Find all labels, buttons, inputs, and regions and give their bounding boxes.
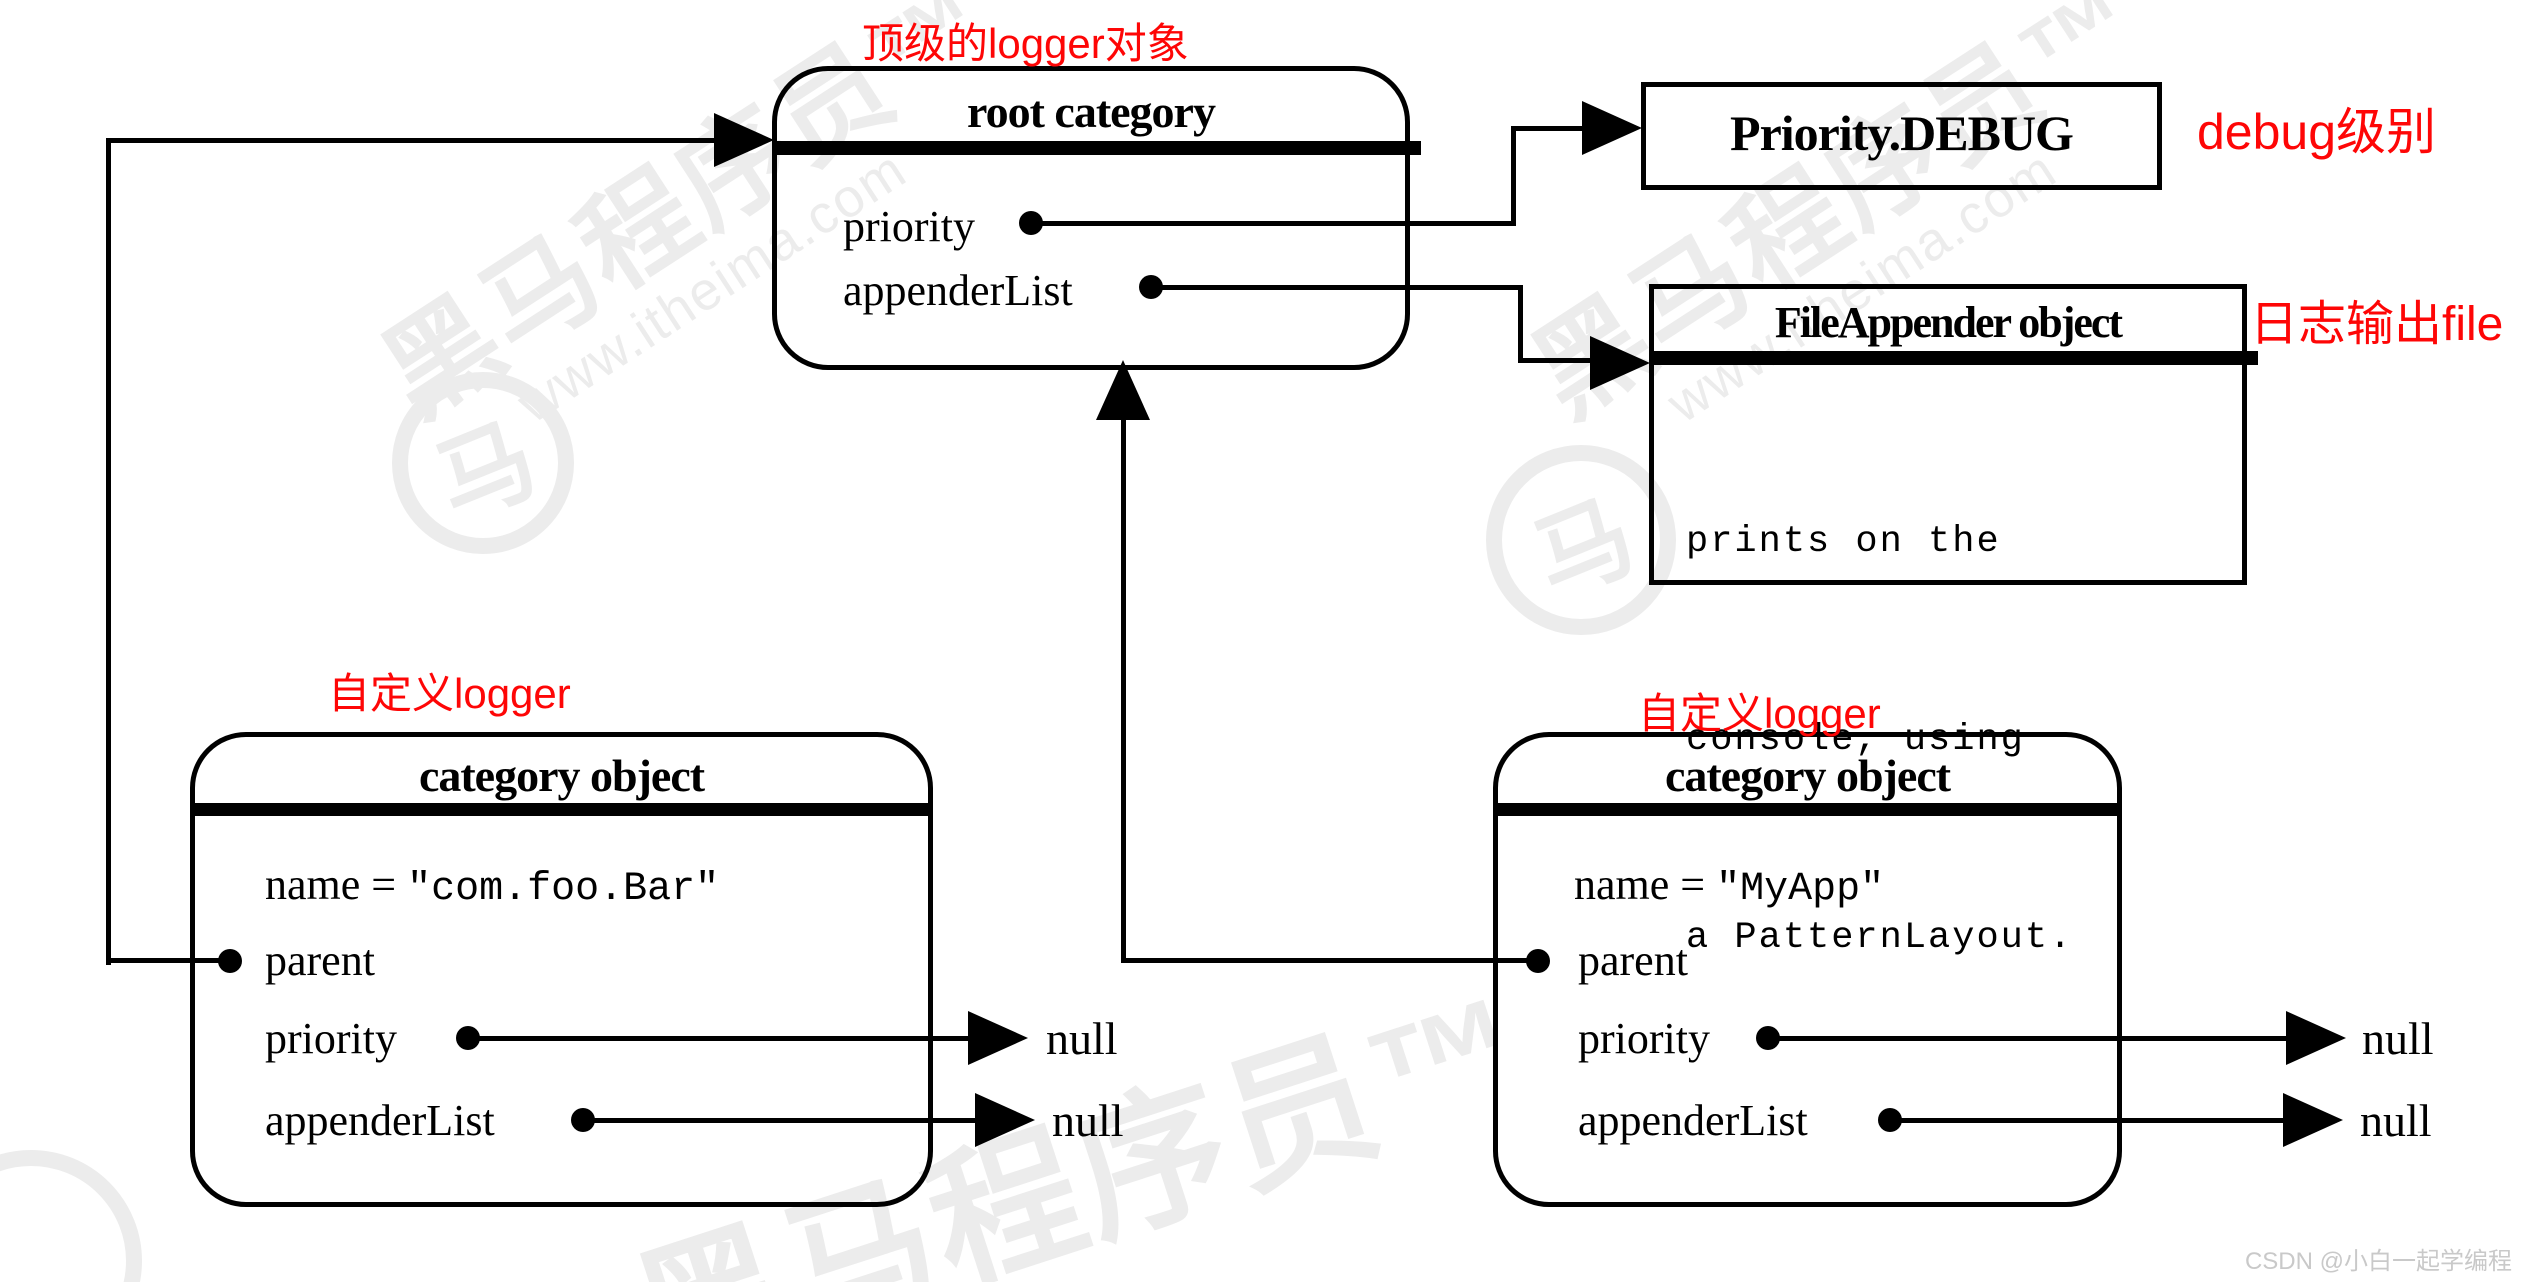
category-left-separator [192,803,931,816]
arrowhead-right-icon [1582,101,1642,155]
category-right-appenderlist-field: appenderList [1578,1096,1808,1145]
connector-right-appender-null [1890,1118,2287,1123]
category-box-right: category object name = "MyApp" parent pr… [1493,732,2122,1207]
annotation-custom-logger-right: 自定义logger [1638,690,1881,737]
category-right-separator [1495,803,2120,816]
root-priority-field: priority [843,202,975,251]
arrowhead-up-icon [1096,360,1150,420]
horse-glyph-icon: 马 [1519,480,1649,616]
root-category-title: root category [967,86,1216,137]
arrowhead-right-icon [1590,336,1650,390]
connector-leftparent-bottom [106,958,234,963]
field-anchor-dot [1756,1026,1780,1050]
left-priority-null-value: null [1046,1013,1118,1064]
annotation-top-logger: 顶级的logger对象 [862,20,1189,67]
connector-leftparent-top [106,138,714,143]
annotation-file-output: 日志输出file [2250,298,2504,351]
category-right-priority-field: priority [1578,1014,1710,1063]
right-priority-null-value: null [2362,1013,2434,1064]
category-left-name-field: name = "com.foo.Bar" [265,859,719,912]
name-label: name = [265,860,397,909]
file-appender-title: FileAppender object [1774,298,2123,347]
field-anchor-dot [1019,211,1043,235]
field-anchor-dot [571,1108,595,1132]
connector-appender-h2 [1518,358,1592,363]
category-right-title: category object [1664,750,1951,801]
root-separator [774,141,1421,155]
field-anchor-dot [456,1026,480,1050]
category-left-parent-field: parent [265,936,375,985]
category-left-priority-field: priority [265,1014,397,1063]
left-appenderlist-null-value: null [1052,1095,1124,1146]
priority-debug-title: Priority.DEBUG [1730,105,2074,161]
arrowhead-right-icon [975,1093,1035,1147]
connector-right-priority-null [1767,1036,2290,1041]
priority-debug-box: Priority.DEBUG [1641,82,2162,190]
arrowhead-right-icon [968,1011,1028,1065]
appender-description: prints on the console, using a PatternLa… [1686,377,2073,1103]
appender-line-3: a PatternLayout. [1686,917,2074,959]
annotation-debug-level: debug级别 [2197,104,2437,160]
name-value: "MyApp" [1716,867,1885,912]
connector-rightparent-vertical [1121,415,1126,963]
connector-priority-vertical [1511,126,1516,226]
connector-leftparent-vertical [106,138,111,965]
category-right-parent-field: parent [1578,936,1688,985]
field-anchor-dot [218,949,242,973]
category-left-title: category object [418,750,705,801]
appender-line-1: prints on the [1686,521,2001,563]
connector-appender-h1 [1150,285,1523,290]
arrowhead-right-icon [2286,1011,2346,1065]
category-left-appenderlist-field: appenderList [265,1096,495,1145]
watermark-logo-icon: 马 [392,372,574,554]
connector-appender-vertical [1518,285,1523,363]
csdn-credit: CSDN @小白一起学编程 [2244,1248,2512,1275]
category-right-name-field: name = "MyApp" [1574,859,1884,912]
name-label: name = [1574,860,1706,909]
connector-left-priority-null [468,1036,974,1041]
annotation-custom-logger-left: 自定义logger [328,670,571,717]
root-category-box: root category priority appenderList [772,66,1421,370]
field-anchor-dot [1139,275,1163,299]
connector-left-appender-null [583,1118,981,1123]
appender-separator [1651,351,2258,365]
appender-line-2: console, using [1686,719,2025,761]
arrowhead-right-icon [714,113,774,167]
file-appender-box: FileAppender object prints on the consol… [1649,284,2258,959]
field-anchor-dot [1526,949,1550,973]
connector-rightparent-horizontal [1123,958,1535,963]
watermark-logo-icon: 马 [1486,445,1676,635]
category-box-left: category object name = "com.foo.Bar" par… [190,732,933,1207]
root-appenderlist-field: appenderList [843,266,1073,315]
connector-priority-h2 [1511,126,1585,131]
arrowhead-right-icon [2283,1093,2343,1147]
name-value: "com.foo.Bar" [407,867,720,912]
connector-priority-h1 [1030,221,1516,226]
watermark-logo-icon [0,1150,142,1282]
field-anchor-dot [1878,1108,1902,1132]
horse-glyph-icon: 马 [421,403,551,539]
right-appenderlist-null-value: null [2360,1095,2432,1146]
